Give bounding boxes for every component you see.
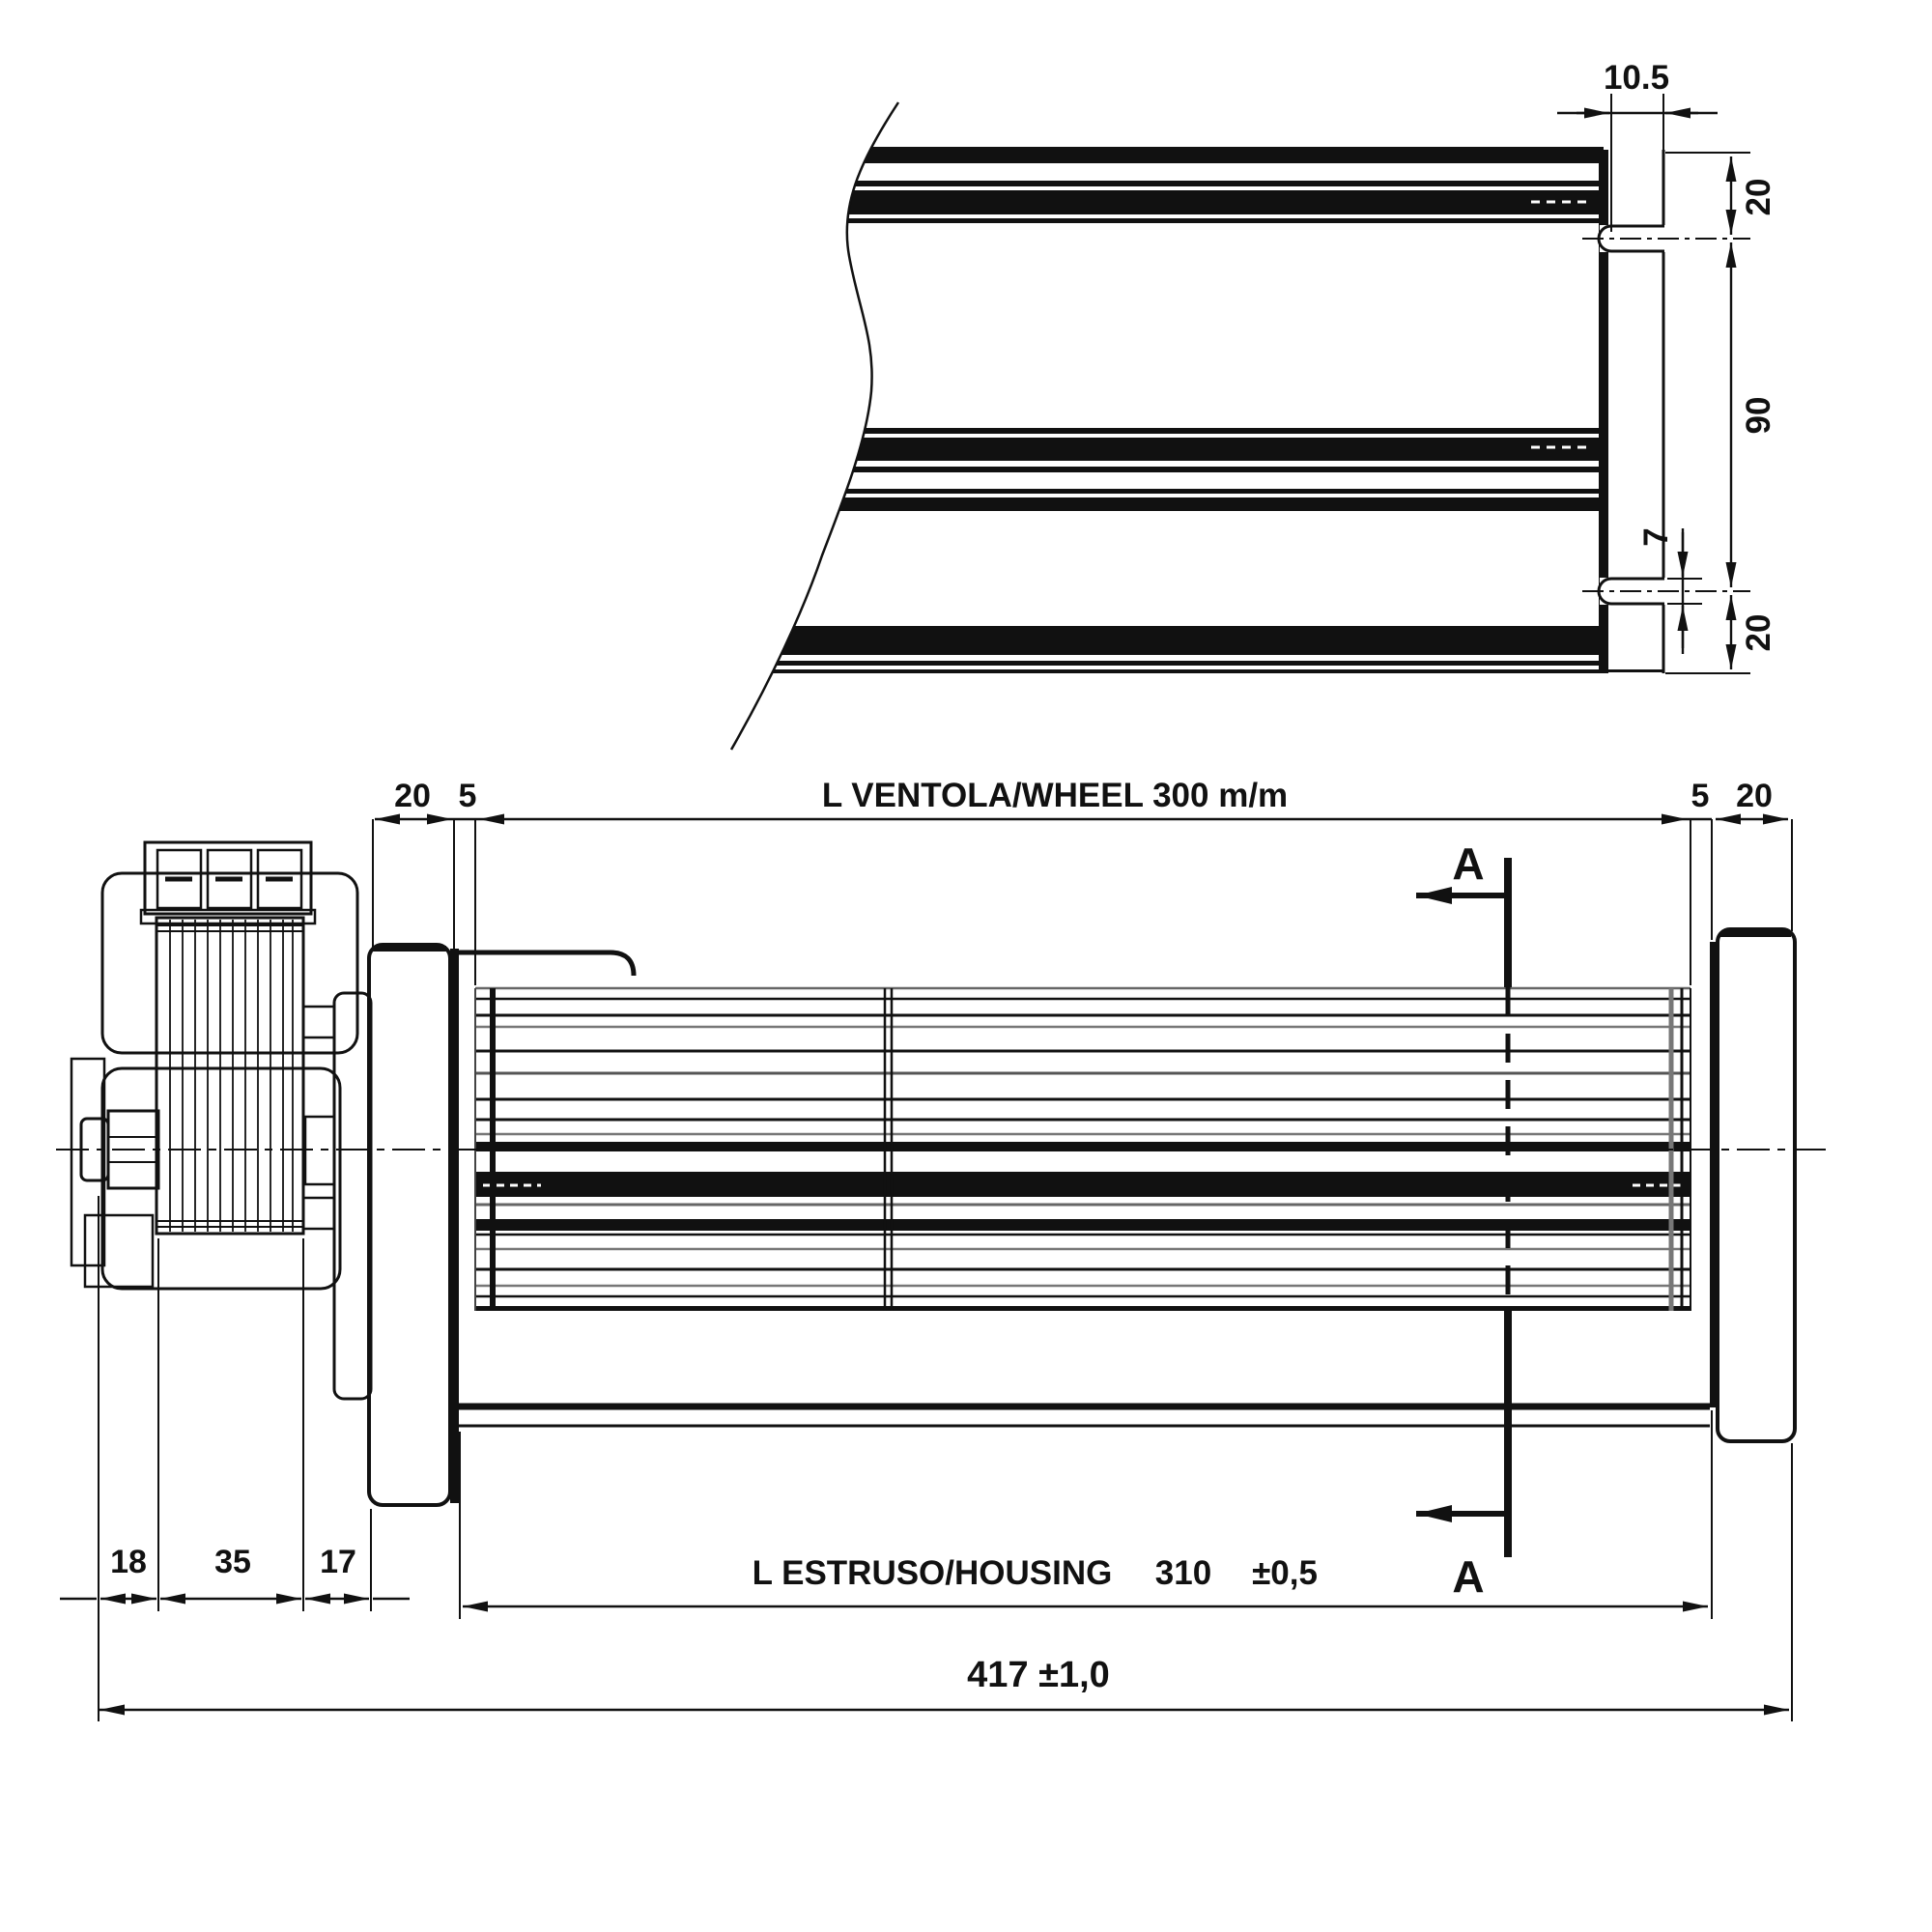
top-view-dimensions: 10.5 20 90 20 7 bbox=[1557, 59, 1777, 674]
dim-motor-mount: 17 bbox=[320, 1544, 356, 1580]
keyhole-slot-bottom bbox=[1582, 577, 1750, 606]
dim-gap-right: 5 bbox=[1691, 778, 1710, 814]
dim-top-to-slot: 20 bbox=[1740, 179, 1777, 216]
dim-wheel-length: L VENTOLA/WHEEL 300 m/m bbox=[822, 777, 1288, 814]
dim-slot-depth: 10.5 bbox=[1604, 59, 1669, 97]
dim-housing-value: 310 bbox=[1155, 1554, 1211, 1592]
dim-gap-left: 5 bbox=[459, 778, 477, 814]
housing-right-wall bbox=[1710, 942, 1718, 1407]
dim-housing-label: L ESTRUSO/HOUSING bbox=[753, 1554, 1113, 1592]
right-bracket bbox=[1716, 927, 1797, 1443]
break-line-mask bbox=[580, 102, 898, 750]
overall-length-dimension: 417 ±1,0 bbox=[99, 1443, 1793, 1721]
dim-overall: 417 ±1,0 bbox=[967, 1655, 1110, 1695]
dim-motor-body: 35 bbox=[214, 1544, 251, 1580]
terminal-block bbox=[139, 840, 317, 925]
top-view-housing-profile: 10.5 20 90 20 7 bbox=[580, 59, 1777, 751]
housing-left-wall bbox=[450, 949, 459, 1503]
housing-length-dimension: L ESTRUSO/HOUSING 310 ±0,5 bbox=[459, 1410, 1713, 1619]
housing-body bbox=[459, 942, 1718, 1428]
section-label-top: A bbox=[1452, 838, 1484, 889]
motor-casing-lower bbox=[100, 1066, 342, 1291]
motor-dimension-chain: 18 35 17 bbox=[60, 1196, 410, 1721]
motor-casing-upper bbox=[100, 871, 359, 1055]
motor bbox=[70, 840, 373, 1401]
dim-bracket-right: 20 bbox=[1736, 778, 1773, 814]
extrusion-wall-bands bbox=[638, 147, 1604, 673]
left-bracket bbox=[367, 943, 459, 1507]
end-cap bbox=[1582, 150, 1750, 673]
dim-slot-to-bottom: 20 bbox=[1740, 614, 1777, 652]
dim-shaft-overhang: 18 bbox=[110, 1544, 147, 1580]
section-label-bottom: A bbox=[1452, 1551, 1484, 1602]
keyhole-slot-top bbox=[1582, 224, 1750, 253]
dim-bracket-left: 20 bbox=[394, 778, 431, 814]
section-line-A-A: A A bbox=[1416, 838, 1512, 1602]
motor-lamination-stack bbox=[155, 916, 305, 1236]
side-view-fan-assembly: A A 20 5 L VENTOLA/WHEEL 300 m/m 5 20 18… bbox=[56, 777, 1833, 1721]
housing-inlet-lip bbox=[459, 950, 637, 977]
break-line bbox=[729, 101, 900, 751]
dim-housing-tol: ±0,5 bbox=[1252, 1554, 1318, 1592]
cross-flow-wheel bbox=[474, 986, 1691, 1311]
side-view-top-dimensions: 20 5 L VENTOLA/WHEEL 300 m/m 5 20 bbox=[372, 777, 1793, 985]
dim-slot-spacing: 90 bbox=[1740, 397, 1777, 435]
dim-slot-width: 7 bbox=[1637, 527, 1675, 546]
